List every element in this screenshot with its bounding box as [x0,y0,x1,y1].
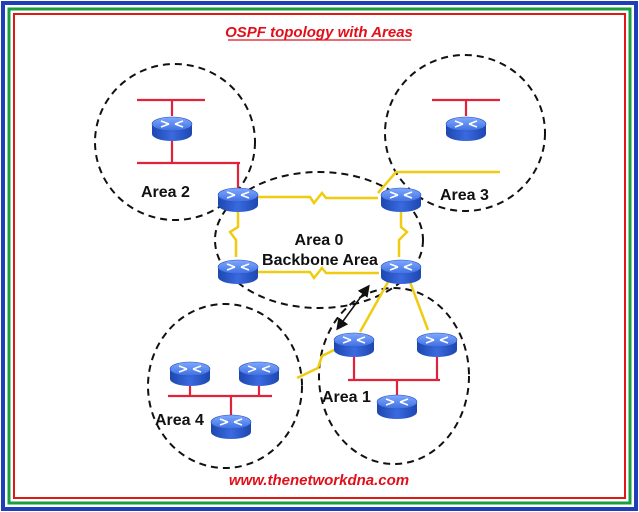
area-0-label: Area 0 [295,232,344,249]
router-icon[interactable] [376,394,418,420]
area-3-boundary [384,54,546,212]
router-icon[interactable] [210,414,252,440]
area-2-label: Area 2 [141,184,190,201]
router-icon[interactable] [238,361,280,387]
ethernet-segment-icon [137,98,500,418]
bidirectional-arrow-icon [336,284,370,331]
router-icon[interactable] [380,259,422,285]
router-icon[interactable] [217,259,259,285]
area-1-boundary [318,287,470,465]
area-1-label: Area 1 [322,389,371,406]
area-3-label: Area 3 [440,187,489,204]
router-icon[interactable] [217,187,259,213]
backbone-area-label: Backbone Area [262,252,378,269]
router-icon[interactable] [416,332,458,358]
router-icon[interactable] [445,116,487,142]
router-icon[interactable] [380,187,422,213]
footer-url: www.thenetworkdna.com [229,472,409,489]
router-icon[interactable] [333,332,375,358]
router-icon[interactable] [151,116,193,142]
area-4-label: Area 4 [155,412,204,429]
area-4-boundary [147,303,303,469]
area-0-boundary [214,171,424,309]
area-2-boundary [94,63,256,221]
diagram-title: OSPF topology with Areas [225,24,413,41]
serial-link-icon [228,170,500,380]
router-icon[interactable] [169,361,211,387]
